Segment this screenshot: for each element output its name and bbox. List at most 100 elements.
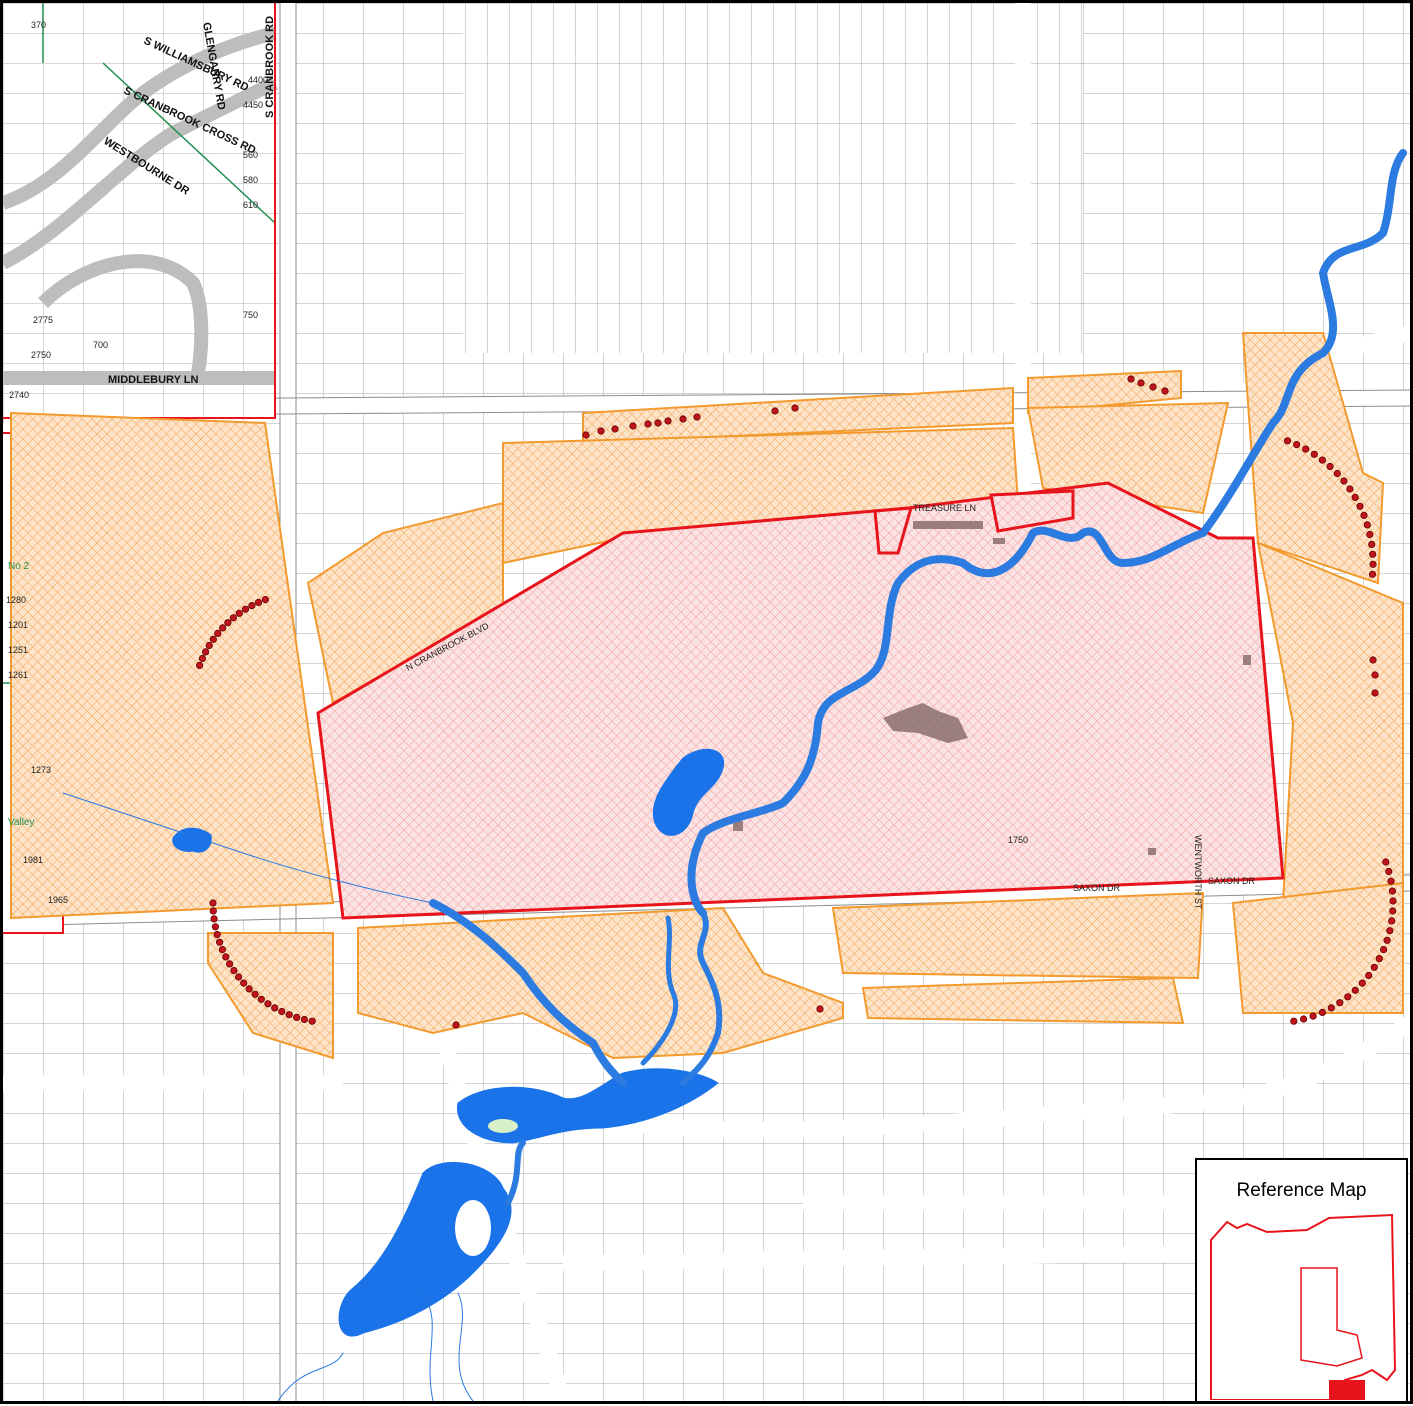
- tree-marker: [452, 1021, 460, 1029]
- tree-marker: [1309, 1012, 1317, 1020]
- tree-marker: [230, 966, 238, 975]
- tree-marker: [1346, 485, 1354, 493]
- reference-map-title: Reference Map: [1236, 1180, 1367, 1201]
- tree-markers: [196, 375, 1397, 1029]
- label-wentworth: WENTWORTH ST: [1193, 835, 1203, 910]
- tree-marker: [1383, 936, 1391, 944]
- tree-marker: [1300, 1015, 1308, 1023]
- tree-marker: [293, 1013, 301, 1022]
- tree-marker: [1137, 379, 1145, 387]
- address-label: 2775: [33, 315, 53, 325]
- address-label: 1981: [23, 855, 43, 865]
- tree-marker: [1351, 986, 1359, 994]
- tree-marker: [644, 420, 652, 428]
- address-label: 1965: [48, 895, 68, 905]
- address-label: 2750: [31, 350, 51, 360]
- tree-marker: [629, 422, 637, 430]
- address-label: 1261: [8, 670, 28, 680]
- tree-marker: [205, 641, 213, 650]
- tree-marker: [254, 598, 263, 607]
- tree-marker: [1161, 387, 1169, 395]
- tree-marker: [1327, 1004, 1335, 1012]
- tree-marker: [1370, 963, 1378, 971]
- tree-marker: [1366, 530, 1374, 539]
- tree-marker: [209, 635, 217, 643]
- tree-marker: [679, 415, 687, 423]
- tree-marker: [1369, 656, 1377, 664]
- tree-marker: [1358, 979, 1366, 987]
- study-area[interactable]: [316, 481, 1285, 920]
- label-cranbrook: S CRANBROOK RD: [264, 16, 276, 118]
- tree-marker: [209, 907, 217, 915]
- tree-marker: [1387, 877, 1395, 885]
- tree-marker: [240, 979, 248, 987]
- streams: [62, 149, 1407, 1402]
- address-label: 750: [243, 310, 258, 320]
- tree-marker: [654, 419, 662, 427]
- tree-marker: [1385, 867, 1393, 876]
- tree-marker: [1388, 887, 1397, 895]
- tree-marker: [1293, 440, 1301, 449]
- label-saxon-west: SAXON DR: [1073, 883, 1121, 893]
- tree-marker: [308, 1017, 316, 1025]
- tree-marker: [218, 945, 226, 954]
- tree-marker: [235, 609, 243, 617]
- tree-marker: [1368, 540, 1376, 549]
- tree-marker: [229, 614, 237, 622]
- label-middlebury: MIDDLEBURY LN: [108, 374, 199, 386]
- tree-marker: [198, 654, 206, 663]
- pond-island: [486, 1117, 520, 1135]
- address-label: 610: [243, 200, 258, 210]
- study-area-parcel-small[interactable]: [873, 506, 914, 555]
- tree-marker: [1356, 502, 1364, 510]
- tree-marker: [1369, 550, 1377, 558]
- tree-marker: [1344, 993, 1352, 1001]
- tree-marker: [1302, 445, 1310, 453]
- buildings: [733, 521, 1251, 855]
- tree-marker: [264, 1000, 272, 1008]
- address-label: 700: [93, 340, 108, 350]
- tree-marker: [1386, 927, 1394, 935]
- tree-marker: [582, 431, 590, 439]
- address-label: 580: [243, 175, 258, 185]
- tree-marker: [248, 601, 256, 610]
- tree-marker: [1336, 999, 1344, 1007]
- tree-marker: [1382, 858, 1390, 866]
- tree-marker: [278, 1007, 286, 1016]
- tree-marker: [1326, 462, 1334, 471]
- tree-marker: [1375, 954, 1383, 963]
- label-subdivision-no2: No 2: [8, 561, 30, 572]
- tree-marker: [1340, 477, 1348, 485]
- pond-island-north: [455, 1200, 491, 1256]
- tree-marker: [261, 595, 269, 604]
- tree-marker: [1283, 437, 1292, 445]
- tree-marker: [213, 930, 221, 939]
- parcel-fabric-north: [463, 3, 1083, 353]
- tree-marker: [1369, 560, 1377, 568]
- tree-marker: [1365, 971, 1373, 980]
- tree-marker: [1363, 521, 1371, 529]
- address-label: 1750: [1008, 835, 1028, 845]
- tree-marker: [1290, 1017, 1298, 1025]
- tree-marker: [202, 648, 210, 656]
- tree-marker: [241, 605, 250, 613]
- tree-marker: [209, 899, 217, 907]
- tree-marker: [791, 404, 799, 412]
- study-area-parcel-east[interactable]: [989, 489, 1075, 533]
- tree-marker: [222, 953, 230, 961]
- tree-marker: [1389, 907, 1397, 915]
- tree-marker: [1389, 897, 1397, 905]
- tree-marker: [1368, 570, 1377, 578]
- tree-marker: [1371, 689, 1379, 697]
- reference-map-inset: [1210, 1213, 1397, 1400]
- label-treasure: TREASURE LN: [913, 503, 976, 513]
- tree-marker: [1360, 511, 1368, 520]
- map-canvas[interactable]: S WILLIAMSBURY RD S CRANBROOK CROSS RD W…: [0, 3, 1413, 1404]
- tree-marker: [251, 990, 259, 998]
- tree-marker: [771, 407, 779, 415]
- tree-marker: [285, 1011, 293, 1019]
- tree-marker: [1318, 456, 1327, 464]
- tree-marker: [224, 619, 232, 627]
- reference-map-legend: Reference Map: [1195, 1158, 1408, 1403]
